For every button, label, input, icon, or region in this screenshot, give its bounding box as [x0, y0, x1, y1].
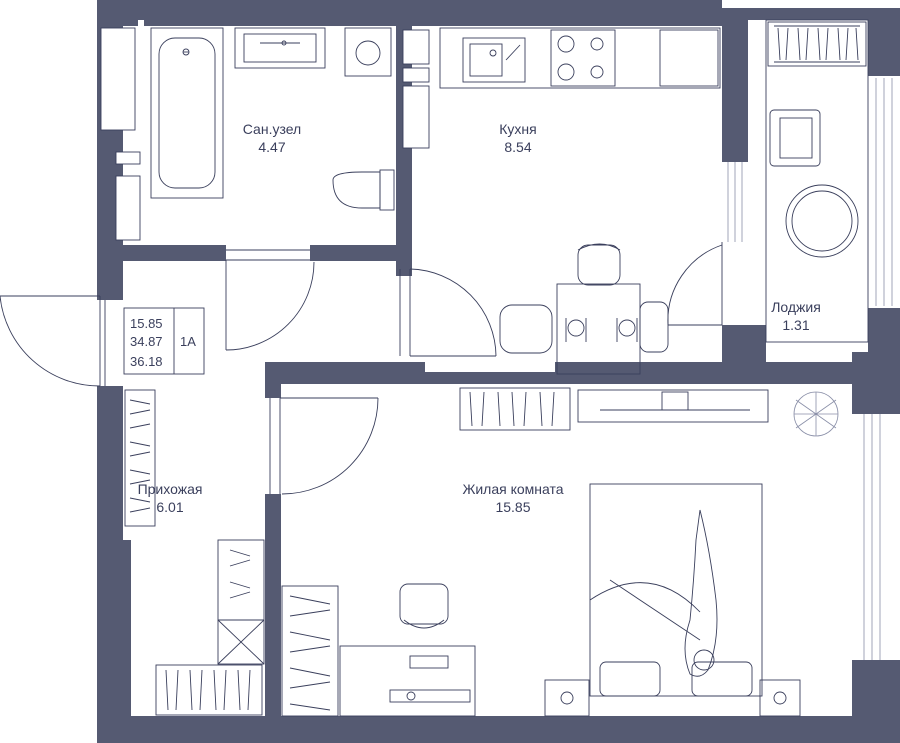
loggia-fixtures	[765, 19, 869, 343]
bathroom-fixtures	[150, 27, 395, 211]
wall-niches	[101, 20, 429, 240]
area-summary-box: 15.85 34.87 36.18 1А	[123, 307, 205, 375]
kitchen-fixtures	[439, 27, 721, 375]
hall-area: 6.01	[156, 499, 183, 515]
living-area-value: 15.85	[130, 316, 163, 331]
total-with-loggia-value: 36.18	[130, 354, 163, 369]
wall-niche-outlines	[100, 27, 430, 241]
hall-fixtures	[124, 389, 265, 716]
apartment-type: 1А	[180, 334, 196, 349]
kitchen-area: 8.54	[504, 139, 531, 155]
living-fixtures	[281, 387, 839, 717]
total-area-value: 34.87	[130, 334, 163, 349]
loggia-name: Лоджия	[771, 299, 821, 315]
bathroom-area: 4.47	[258, 139, 285, 155]
windows	[722, 78, 900, 660]
room-labels: Сан.узел 4.47 Кухня 8.54 Лоджия 1.31 При…	[138, 121, 821, 515]
walls	[97, 0, 900, 743]
living-area: 15.85	[495, 499, 530, 515]
bathroom-name: Сан.узел	[243, 121, 301, 137]
living-name: Жилая комната	[462, 481, 563, 497]
hall-name: Прихожая	[138, 481, 203, 497]
loggia-area: 1.31	[782, 317, 809, 333]
kitchen-name: Кухня	[499, 121, 536, 137]
